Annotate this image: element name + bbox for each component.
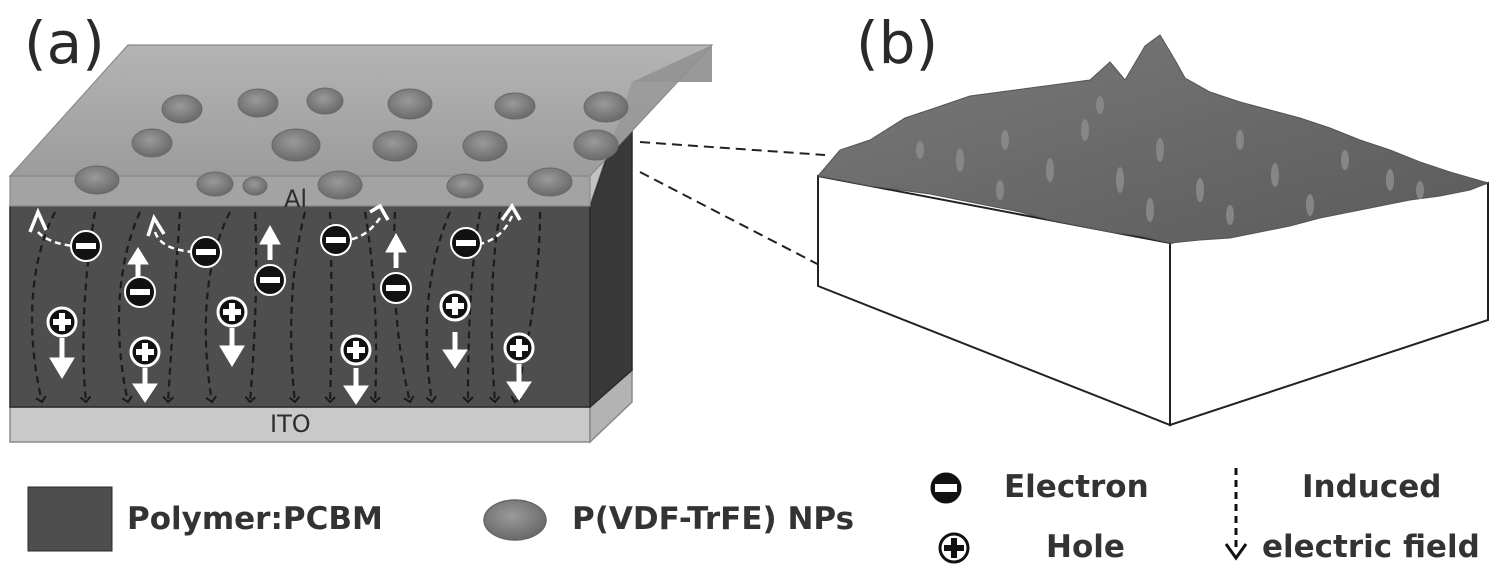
up-arrow	[28, 207, 48, 233]
holes	[46, 290, 535, 368]
up-arrow	[369, 203, 390, 221]
nanoparticle	[462, 130, 508, 162]
zoom-connectors	[639, 141, 826, 269]
legend-electron-icon	[930, 472, 962, 504]
field-line	[204, 211, 231, 404]
nanoparticle	[161, 94, 203, 124]
hole-icon	[439, 290, 471, 322]
legend-field-text-line1: Induced	[1302, 469, 1442, 505]
legend-active-layer-swatch	[27, 486, 113, 552]
down-arrow	[132, 383, 158, 403]
field-line	[79, 211, 97, 404]
nanoparticle	[317, 170, 363, 200]
electron-icon	[320, 224, 352, 256]
electron-icon	[70, 230, 102, 262]
device-block	[8, 44, 714, 444]
field-line	[392, 211, 415, 404]
field-line	[425, 211, 452, 404]
legend-nanoparticle-swatch	[483, 499, 547, 541]
legend-field-text-line2: electric field	[1262, 529, 1480, 565]
nanoparticle	[446, 173, 484, 199]
nanoparticle	[494, 92, 536, 120]
nanoparticle	[372, 130, 418, 162]
nanoparticle	[583, 91, 629, 123]
carrier-arrows	[28, 202, 532, 405]
bottom-electrode-label: ITO	[270, 410, 311, 438]
nanoparticle	[74, 165, 120, 195]
nanoparticle	[196, 171, 234, 197]
legend-active-layer-text: Polymer:PCBM	[127, 501, 383, 537]
nanoparticle	[387, 88, 433, 120]
electron-icon	[124, 276, 156, 308]
legend-hole-icon	[938, 532, 970, 564]
panel-a-label: (a)	[24, 9, 105, 77]
surface-peaks	[916, 96, 1424, 225]
hole-icon	[46, 306, 78, 338]
electron-icon	[450, 227, 482, 259]
field-line	[30, 211, 56, 404]
down-arrow	[442, 349, 468, 369]
surface-topography	[817, 34, 1490, 244]
panel-b-label: (b)	[856, 9, 939, 77]
nanoparticle	[131, 128, 173, 158]
nanoparticle	[527, 167, 573, 197]
nanoparticles	[74, 87, 629, 200]
hole-icon	[216, 296, 248, 328]
legend-field-arrow-icon	[1224, 468, 1248, 561]
surface-block	[817, 34, 1490, 427]
down-arrow	[343, 385, 369, 405]
electrons	[70, 224, 482, 308]
electron-icon	[380, 272, 412, 304]
legend-nanoparticle-text: P(VDF-TrFE) NPs	[572, 501, 855, 537]
up-arrow	[146, 213, 166, 237]
down-arrow	[506, 381, 532, 401]
electron-icon	[254, 264, 286, 296]
field-line	[288, 211, 307, 404]
up-arrow	[127, 247, 149, 265]
up-arrow	[385, 232, 407, 253]
legend-electron-text: Electron	[1004, 469, 1149, 505]
nanoparticle	[573, 129, 619, 161]
nanoparticle	[242, 176, 268, 196]
down-arrow	[49, 357, 75, 379]
hole-icon	[340, 334, 372, 366]
up-arrow	[259, 224, 281, 245]
legend-hole-text: Hole	[1046, 529, 1125, 565]
up-arrow	[500, 202, 522, 222]
carrier-paths	[37, 215, 514, 254]
nanoparticle	[237, 88, 279, 118]
top-electrode-label: Al	[284, 185, 308, 213]
down-arrow	[219, 345, 245, 367]
field-line	[117, 211, 142, 404]
electron-icon	[190, 236, 222, 268]
nanoparticle	[306, 87, 344, 115]
nanoparticle	[271, 128, 321, 162]
hole-icon	[129, 336, 161, 368]
hole-icon	[503, 332, 535, 364]
